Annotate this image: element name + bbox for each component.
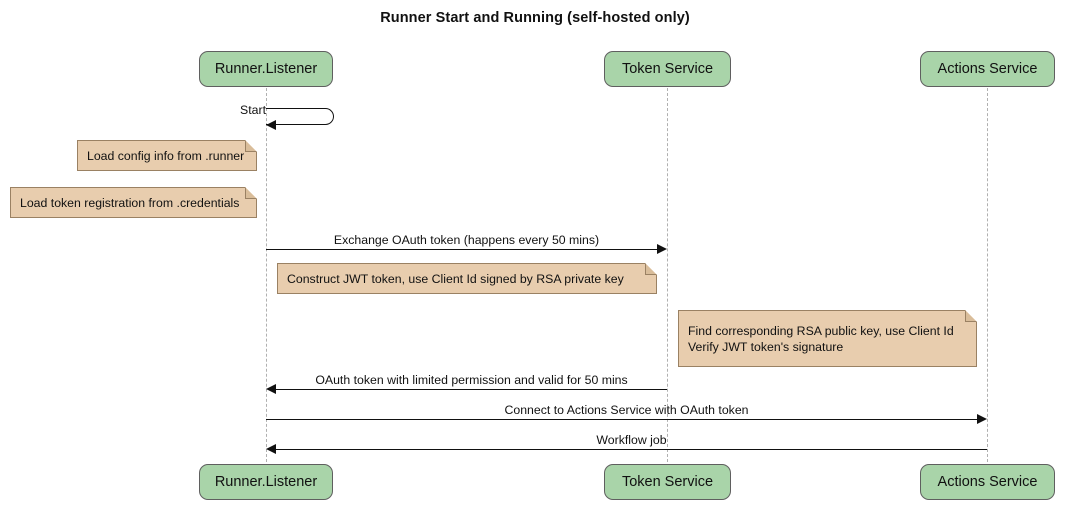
participant-label: Runner.Listener	[214, 474, 318, 490]
note-text-line: Load token registration from .credential…	[20, 195, 240, 210]
message-label-exchange-oauth: Exchange OAuth token (happens every 50 m…	[333, 233, 600, 247]
message-label-start: Start	[240, 103, 266, 117]
lifeline-token-service	[667, 88, 668, 462]
note-construct-jwt-token: Construct JWT token, use Client Id signe…	[277, 263, 657, 294]
message-line-connect-actions	[266, 419, 977, 420]
note-text-line: Verify JWT token's signature	[688, 339, 844, 354]
note-text-line: Find corresponding RSA public key, use C…	[688, 323, 954, 338]
lifeline-actions-service	[987, 88, 988, 462]
note-text-line: Construct JWT token, use Client Id signe…	[287, 271, 624, 286]
participant-runner-listener-top[interactable]: Runner.Listener	[199, 51, 333, 87]
participant-label: Token Service	[621, 61, 714, 77]
lifeline-runner-listener	[266, 88, 267, 462]
participant-label: Token Service	[621, 474, 714, 490]
arrow-head-exchange-oauth	[657, 244, 667, 254]
participant-token-service-bottom[interactable]: Token Service	[604, 464, 731, 500]
participant-actions-service-bottom[interactable]: Actions Service	[920, 464, 1055, 500]
participant-actions-service-top[interactable]: Actions Service	[920, 51, 1055, 87]
message-label-connect-actions: Connect to Actions Service with OAuth to…	[504, 403, 749, 417]
arrow-head-oauth-token-return	[266, 384, 276, 394]
page-title: Runner Start and Running (self-hosted on…	[380, 10, 690, 26]
note-verify-jwt-signature: Find corresponding RSA public key, use C…	[678, 310, 977, 367]
participant-label: Runner.Listener	[214, 61, 318, 77]
arrow-head-start	[266, 120, 276, 130]
participant-runner-listener-bottom[interactable]: Runner.Listener	[199, 464, 333, 500]
participant-token-service-top[interactable]: Token Service	[604, 51, 731, 87]
message-label-oauth-token-return: OAuth token with limited permission and …	[315, 373, 628, 387]
arrow-head-connect-actions	[977, 414, 987, 424]
message-label-workflow-job: Workflow job	[596, 433, 667, 447]
arrow-head-workflow-job	[266, 444, 276, 454]
note-load-token-registration: Load token registration from .credential…	[10, 187, 257, 218]
participant-label: Actions Service	[937, 61, 1038, 77]
participant-label: Actions Service	[937, 474, 1038, 490]
message-line-exchange-oauth	[266, 249, 657, 250]
note-load-config-info: Load config info from .runner	[77, 140, 257, 171]
message-line-workflow-job	[276, 449, 987, 450]
message-line-oauth-token-return	[276, 389, 667, 390]
message-line-start	[266, 108, 334, 125]
note-text-line: Load config info from .runner	[87, 148, 245, 163]
